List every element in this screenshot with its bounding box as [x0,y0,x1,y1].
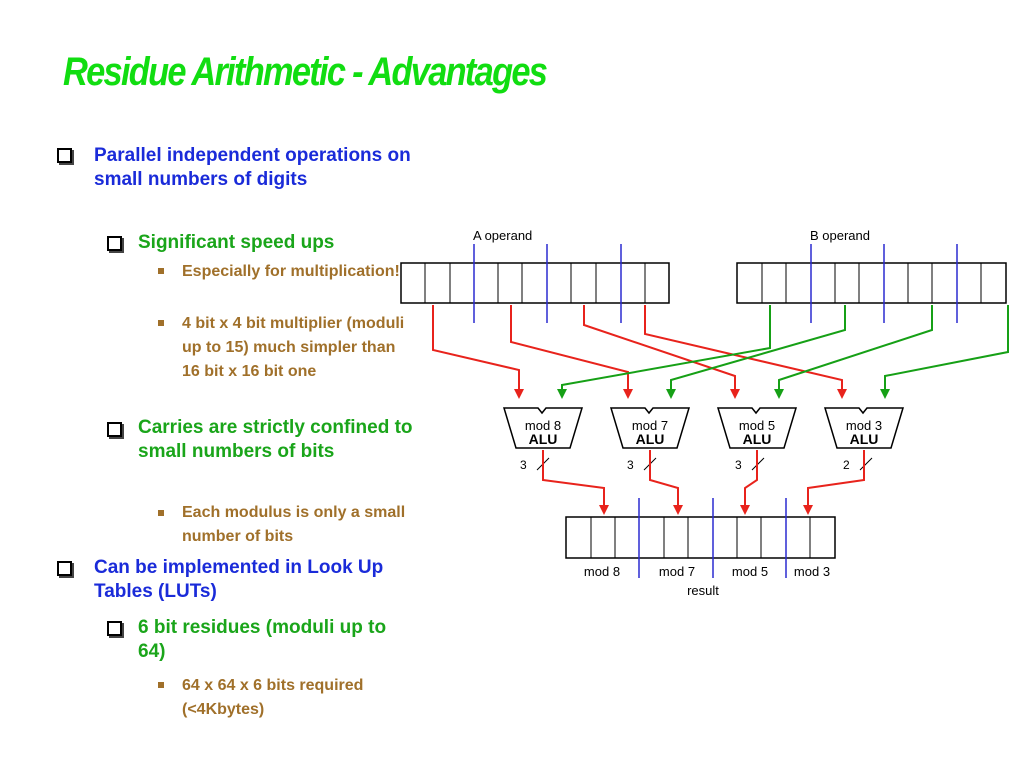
alu-name: ALU [850,431,879,447]
arrow-a-mod3 [644,305,847,399]
alu-mod-label: mod 8 [525,418,561,433]
alu-mod-label: mod 3 [846,418,882,433]
arrow-b-mod8 [557,305,771,399]
b-operand-arrows [557,305,1009,399]
bullet-level2: Carries are strictly confined to small n… [138,417,413,463]
b-operand-label: B operand [810,228,870,243]
bit-width-label: 3 [735,458,742,472]
arrow-a-mod8 [432,305,524,399]
bullet-level3: 4 bit x 4 bit multiplier (moduli up to 1… [182,315,405,380]
bullet-level3: 64 x 64 x 6 bits required (<4Kbytes) [182,677,364,718]
a-operand-label: A operand [473,228,532,243]
arrow-out-mod7 [649,450,683,515]
result-field-label: mod 8 [584,564,620,579]
slide-title: Residue Arithmetic - Advantages [63,50,548,94]
a-operand-register [400,244,670,323]
result-field-label: mod 3 [794,564,830,579]
alu-name: ALU [529,431,558,447]
arrow-out-mod5 [740,450,758,515]
square-bullet-icon [158,320,164,326]
square-bullet-icon [158,268,164,274]
checkbox-bullet-icon [107,422,122,437]
arrow-b-mod7 [666,305,846,399]
bullet-level2: Significant speed ups [138,232,335,253]
square-bullet-icon [158,682,164,688]
alu-mod8: mod 8 ALU [502,407,584,449]
alu-name: ALU [636,431,665,447]
alu-output-arrows [542,450,865,515]
checkbox-bullet-icon [107,236,122,251]
arrow-out-mod3 [803,450,865,515]
bit-width-label: 3 [520,458,527,472]
bullet-level2: 6 bit residues (moduli up to 64) [138,617,387,663]
square-bullet-icon [158,510,164,516]
bit-width-label: 3 [627,458,634,472]
checkbox-bullet-icon [57,148,72,163]
bit-width-label: 2 [843,458,850,472]
result-register [565,498,836,578]
checkbox-bullet-icon [57,561,72,576]
bullet-level1: Parallel independent operations on small… [94,145,411,191]
arrow-a-mod5 [583,305,740,399]
bullet-level1: Can be implemented in Look Up Tables (LU… [94,557,384,603]
checkbox-bullet-icon [107,621,122,636]
arrow-b-mod5 [774,305,933,399]
alu-mod-label: mod 7 [632,418,668,433]
alu-mod-label: mod 5 [739,418,775,433]
arrow-out-mod8 [542,450,609,515]
bullet-level3: Each modulus is only a small number of b… [182,504,406,545]
alu-mod3: mod 3 ALU [823,407,905,449]
a-operand-arrows [432,305,847,399]
alu-name: ALU [743,431,772,447]
result-field-label: mod 7 [659,564,695,579]
arrow-b-mod3 [880,305,1009,399]
result-label: result [687,583,719,598]
alu-mod7: mod 7 ALU [609,407,691,449]
arrow-a-mod7 [510,305,633,399]
bullet-list: Parallel independent operations on small… [0,0,420,768]
alu-mod5: mod 5 ALU [716,407,798,449]
b-operand-register [736,244,1007,323]
bit-width-marks: 3 3 3 2 [520,457,873,472]
bullet-level3: Especially for multiplication! [182,263,400,280]
result-field-label: mod 5 [732,564,768,579]
